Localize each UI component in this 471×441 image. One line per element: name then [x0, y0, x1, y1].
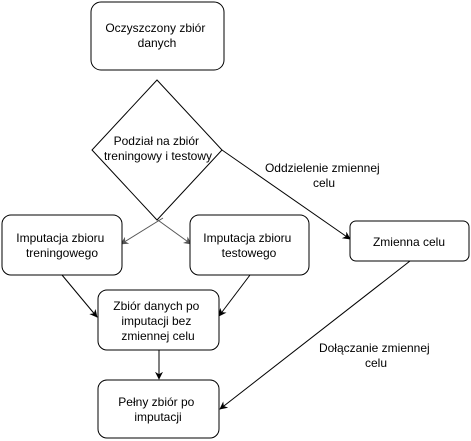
node-label-line: treningowy i testowy — [104, 149, 212, 163]
node-split-decision: Podział na zbiór treningowy i testowy — [91, 79, 223, 221]
node-label-line: testowego — [222, 246, 277, 260]
node-impute-train: Imputacja zbioru treningowego — [1, 214, 123, 276]
edge-label-target-separation: Oddzielenie zmiennej celu — [265, 161, 383, 190]
edge-split-to-target — [221, 149, 351, 240]
node-cleaned-dataset: Oczyszczony zbiór danych — [90, 1, 225, 71]
edge-label-line: celu — [313, 176, 335, 190]
node-label-line: Imputacja zbioru — [203, 231, 291, 245]
edge-label-line: Dołączanie zmiennej — [319, 341, 430, 355]
node-label-line: Zmienna celu — [373, 235, 445, 249]
svg-text:Oddzielenie zmiennej cel: Oddzielenie zmiennej celu — [265, 161, 383, 190]
node-label-line: imputacji — [134, 410, 181, 424]
node-label-line: Zbiór danych po — [113, 299, 199, 313]
svg-text:Oczyszczony zbiór danych: Oczyszczony zbiór danych — [105, 21, 208, 50]
edge-target-to-full — [219, 260, 411, 410]
edge-label-target-join: Dołączanie zmiennej celu — [319, 341, 433, 370]
node-impute-test: Imputacja zbioru testowego — [189, 214, 310, 276]
node-label-line: imputacji bez — [121, 314, 191, 328]
node-label-line: Imputacja zbioru — [16, 231, 104, 245]
node-label-line: treningowego — [26, 246, 98, 260]
edge-split-to-impute-train — [120, 217, 164, 245]
edge-label-line: Oddzielenie zmiennej — [265, 161, 380, 175]
node-imputed-no-target: Zbiór danych po imputacji bez zmiennej c… — [97, 289, 220, 351]
node-label-line: zmiennej celu — [121, 329, 194, 343]
edge-label-line: celu — [365, 356, 387, 370]
svg-text:Zmienna celu: Zmienna celu — [373, 235, 445, 249]
svg-text:Dołączanie zmiennej celu: Dołączanie zmiennej celu — [319, 341, 433, 370]
svg-text:Zbiór danych po imputacj: Zbiór danych po imputacji bez zmiennej c… — [113, 299, 202, 343]
edge-impute-train-to-merged — [61, 274, 98, 318]
node-label-line: danych — [138, 36, 177, 50]
node-target-variable: Zmienna celu — [349, 220, 470, 262]
edge-split-to-impute-test — [154, 217, 192, 245]
node-full-imputed: Pełny zbiór po imputacji — [97, 379, 220, 439]
svg-text:Pełny zbiór po imputacji: Pełny zbiór po imputacji — [118, 395, 197, 424]
node-label-line: Pełny zbiór po — [118, 395, 194, 409]
svg-text:Imputacja zbioru trening: Imputacja zbioru treningowego — [16, 231, 107, 260]
node-label-line: Podział na zbiór — [114, 134, 199, 148]
node-label-line: Oczyszczony zbiór — [105, 21, 205, 35]
edge-impute-test-to-merged — [218, 274, 251, 317]
svg-text:Imputacja zbioru testowe: Imputacja zbioru testowego — [203, 231, 294, 260]
svg-text:Podział na zbiór trening: Podział na zbiór treningowy i testowy — [104, 134, 212, 163]
